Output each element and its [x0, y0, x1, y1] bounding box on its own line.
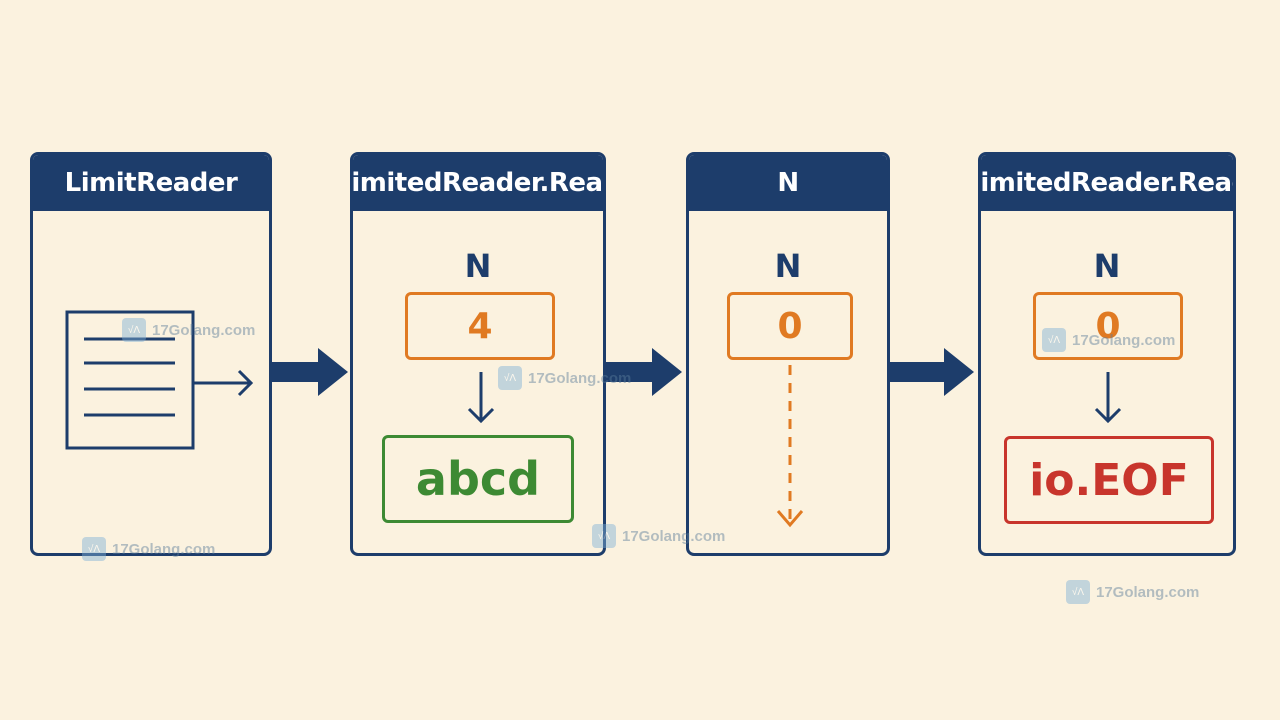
watermark-logo-icon: √Λ [82, 537, 106, 561]
watermark: √Λ 17Golang.com [592, 524, 725, 548]
panel-n: N N 0 [686, 152, 890, 556]
down-arrow-icon [1094, 372, 1122, 424]
watermark-logo-icon: √Λ [122, 318, 146, 342]
watermark: √Λ 17Golang.com [1066, 580, 1199, 604]
watermark-logo-icon: √Λ [1066, 580, 1090, 604]
result-box: abcd [382, 435, 574, 523]
n-value-box: 0 [727, 292, 853, 360]
watermark-logo-icon: √Λ [498, 366, 522, 390]
dashed-down-arrow-icon [776, 365, 804, 528]
panel-limitreader: LimitReader [30, 152, 272, 556]
watermark-logo-icon: √Λ [592, 524, 616, 548]
n-label: N [464, 247, 492, 285]
panel-title: LimitReader [33, 155, 269, 211]
watermark: √Λ 17Golang.com [122, 318, 255, 342]
panel-title: LimitedReader.Read [353, 155, 603, 211]
watermark: √Λ 17Golang.com [498, 366, 631, 390]
panel-read-eof: LimitedReader.Read N 0 io.EOF [978, 152, 1236, 556]
n-label: N [1093, 247, 1121, 285]
down-arrow-icon [467, 372, 495, 424]
result-box: io.EOF [1004, 436, 1214, 524]
watermark: √Λ 17Golang.com [82, 537, 215, 561]
watermark-logo-icon: √Λ [1042, 328, 1066, 352]
n-label: N [774, 247, 802, 285]
watermark: √Λ 17Golang.com [1042, 328, 1175, 352]
panel-title: LimitedReader.Read [981, 155, 1233, 211]
n-value-box: 0 [1033, 292, 1183, 360]
panel-title: N [689, 155, 887, 211]
n-value-box: 4 [405, 292, 555, 360]
document-icon [65, 310, 254, 450]
panel-read-first: LimitedReader.Read N 4 abcd [350, 152, 606, 556]
